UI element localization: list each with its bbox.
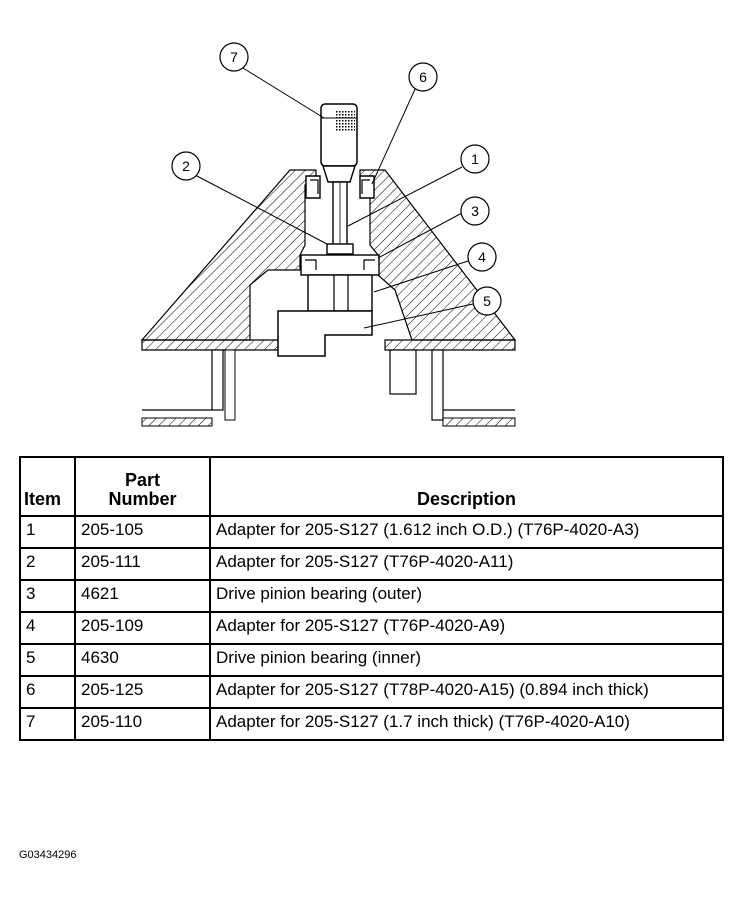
table-row: 1 205-105 Adapter for 205-S127 (1.612 in… <box>19 515 724 549</box>
header-item: Item <box>19 456 76 517</box>
callout-1: 1 <box>460 144 490 174</box>
figure-id: G03434296 <box>19 849 77 861</box>
cell-item: 2 <box>19 547 76 581</box>
cell-description: Adapter for 205-S127 (T76P-4020-A9) <box>209 611 724 645</box>
svg-text:2: 2 <box>182 158 190 174</box>
table-row: 7 205-110 Adapter for 205-S127 (1.7 inch… <box>19 707 724 741</box>
table-row: 3 4621 Drive pinion bearing (outer) <box>19 579 724 613</box>
table-row: 2 205-111 Adapter for 205-S127 (T76P-402… <box>19 547 724 581</box>
svg-text:3: 3 <box>471 203 479 219</box>
callout-3: 3 <box>460 196 490 226</box>
upper-adapter <box>305 165 375 199</box>
cell-part: 205-110 <box>74 707 211 741</box>
cell-item: 3 <box>19 579 76 613</box>
svg-text:1: 1 <box>471 151 479 167</box>
cell-description: Adapter for 205-S127 (1.7 inch thick) (T… <box>209 707 724 741</box>
svg-text:4: 4 <box>478 249 486 265</box>
table-row: 5 4630 Drive pinion bearing (inner) <box>19 643 724 677</box>
svg-text:7: 7 <box>230 49 238 65</box>
cell-part: 205-109 <box>74 611 211 645</box>
header-part-number: Part Number <box>74 456 211 517</box>
tool-handle <box>320 103 358 167</box>
middle-adapter <box>307 274 373 335</box>
cell-description: Adapter for 205-S127 (1.612 inch O.D.) (… <box>209 515 724 549</box>
table-row: 6 205-125 Adapter for 205-S127 (T78P-402… <box>19 675 724 709</box>
parts-table: Item Part Number Description 1 205-105 A… <box>19 456 724 741</box>
cell-item: 6 <box>19 675 76 709</box>
header-description: Description <box>209 456 724 517</box>
cell-item: 7 <box>19 707 76 741</box>
exploded-diagram: 7 6 2 1 3 4 5 <box>140 42 517 427</box>
housing-lower-structure <box>141 349 516 427</box>
callout-4: 4 <box>467 242 497 272</box>
cell-part: 4630 <box>74 643 211 677</box>
svg-text:5: 5 <box>483 293 491 309</box>
housing-flange <box>141 339 516 351</box>
callout-7: 7 <box>219 42 249 72</box>
outer-bearing <box>300 254 380 276</box>
table-row: 4 205-109 Adapter for 205-S127 (T76P-402… <box>19 611 724 645</box>
leader-lines <box>194 67 474 329</box>
callout-6: 6 <box>408 62 438 92</box>
svg-text:6: 6 <box>419 69 427 85</box>
callout-5: 5 <box>472 286 502 316</box>
callout-2: 2 <box>171 151 201 181</box>
cell-description: Adapter for 205-S127 (T76P-4020-A11) <box>209 547 724 581</box>
cell-description: Drive pinion bearing (inner) <box>209 643 724 677</box>
cell-part: 205-105 <box>74 515 211 549</box>
cell-item: 5 <box>19 643 76 677</box>
cell-item: 1 <box>19 515 76 549</box>
cell-part: 205-111 <box>74 547 211 581</box>
cell-item: 4 <box>19 611 76 645</box>
inner-bearing-adapter <box>277 310 373 357</box>
cell-part: 205-125 <box>74 675 211 709</box>
cell-part: 4621 <box>74 579 211 613</box>
table-header-row: Item Part Number Description <box>19 456 724 517</box>
cell-description: Adapter for 205-S127 (T78P-4020-A15) (0.… <box>209 675 724 709</box>
cell-description: Drive pinion bearing (outer) <box>209 579 724 613</box>
